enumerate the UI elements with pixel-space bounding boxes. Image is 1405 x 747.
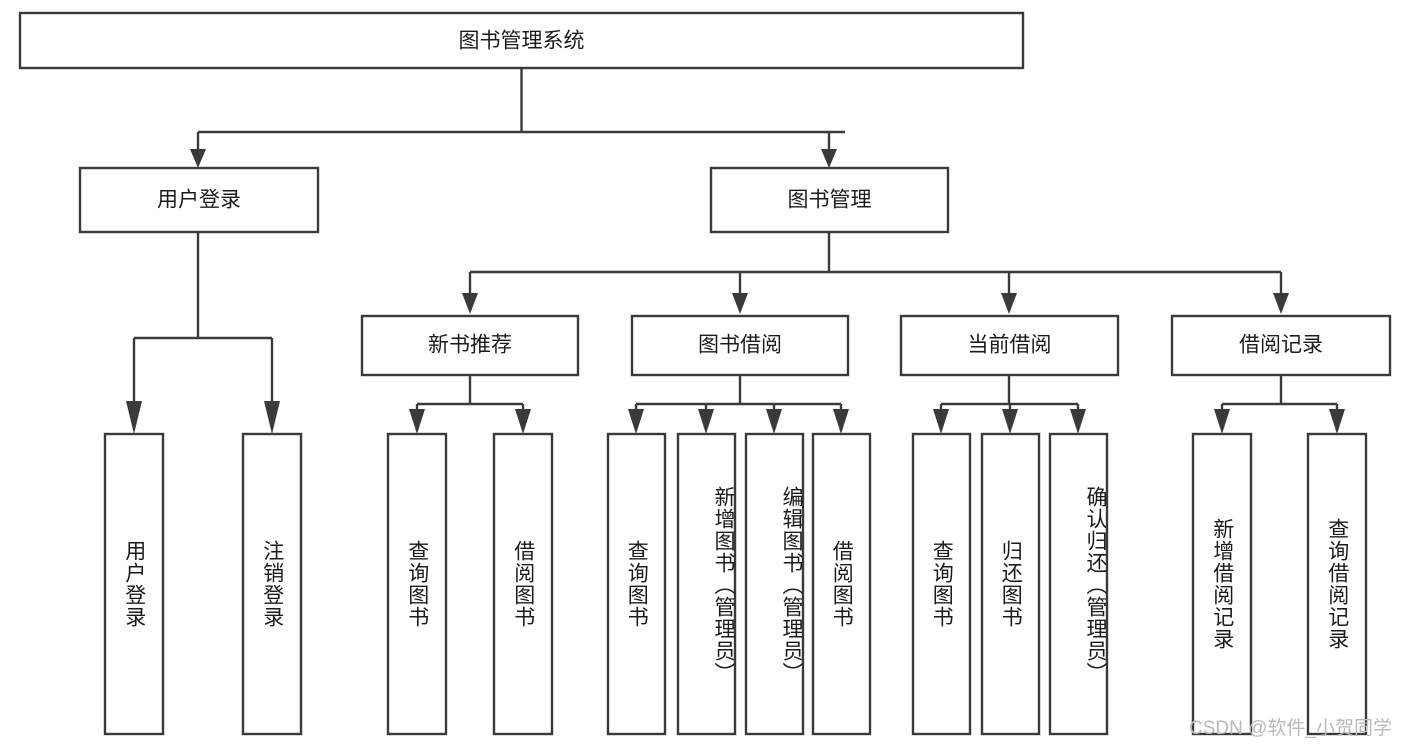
arrow-head-leaf-query-record: [1329, 409, 1345, 434]
node-leaf-borrow-book-2[interactable]: [811, 432, 872, 736]
connector-group-current-borrow: [933, 375, 1086, 434]
arrow-head-book-borrow: [732, 293, 748, 314]
node-leaf-user-logout[interactable]: [241, 432, 303, 736]
watermark-label: CSDN @软件_小贺同学: [1189, 718, 1392, 739]
connector-group-root: [190, 68, 845, 168]
arrow-head-user-login: [190, 149, 206, 168]
arrow-head-current-borrow: [1001, 293, 1017, 314]
node-root[interactable]: [18, 11, 1025, 70]
arrow-head-book-management: [821, 149, 837, 168]
connector-group-borrow-record: [1214, 375, 1345, 434]
arrow-head-leaf-add-record: [1214, 409, 1230, 434]
arrow-head-leaf-confirm-return: [1070, 409, 1086, 434]
node-borrow-record[interactable]: [1170, 314, 1392, 377]
connector-group-book-borrow: [628, 375, 849, 434]
node-new-book-recommend[interactable]: [360, 314, 580, 377]
connector-group-new-book-recommend: [409, 375, 531, 434]
node-new-book-recommend-label: 新书推荐: [428, 334, 512, 357]
node-leaf-return-book[interactable]: [980, 432, 1041, 736]
node-current-borrow-label: 当前借阅: [968, 334, 1052, 357]
node-leaf-query-book-2[interactable]: [606, 432, 667, 736]
arrow-head-leaf-borrow-book-2: [833, 409, 849, 434]
arrow-head-leaf-add-book: [698, 409, 714, 434]
node-book-management[interactable]: [709, 166, 950, 234]
node-user-login-label: 用户登录: [157, 189, 241, 212]
node-leaf-confirm-return[interactable]: [1048, 432, 1109, 736]
arrow-head-leaf-borrow-book-1: [515, 409, 531, 434]
node-root-label: 图书管理系统: [459, 30, 585, 53]
arrow-head-leaf-query-book-3: [933, 409, 949, 434]
arrow-head-leaf-query-book-2: [628, 409, 644, 434]
node-leaf-query-record[interactable]: [1306, 432, 1368, 736]
node-book-management-label: 图书管理: [788, 189, 872, 212]
arrow-head-leaf-user-logout: [264, 401, 280, 434]
arrow-head-leaf-user-login: [126, 401, 142, 434]
node-borrow-record-label: 借阅记录: [1239, 334, 1323, 357]
node-leaf-borrow-book-1[interactable]: [492, 432, 554, 736]
connector-group-user-login: [126, 232, 280, 434]
arrow-head-leaf-edit-book: [766, 409, 782, 434]
node-current-borrow[interactable]: [899, 314, 1120, 377]
node-leaf-add-record[interactable]: [1191, 432, 1253, 736]
node-leaf-add-book[interactable]: [676, 432, 737, 736]
node-book-borrow[interactable]: [630, 314, 850, 377]
arrow-head-new-book-recommend: [462, 293, 478, 314]
node-leaf-query-book-3[interactable]: [911, 432, 972, 736]
node-user-login[interactable]: [78, 166, 320, 234]
connector-group-book-management: [462, 232, 1289, 314]
node-leaf-user-login[interactable]: [103, 432, 165, 736]
node-book-borrow-label: 图书借阅: [698, 334, 782, 357]
node-leaf-edit-book[interactable]: [744, 432, 805, 736]
arrow-head-leaf-return-book: [1002, 409, 1018, 434]
node-leaf-query-book-1[interactable]: [386, 432, 448, 736]
arrow-head-borrow-record: [1273, 293, 1289, 314]
arrow-head-leaf-query-book-1: [409, 409, 425, 434]
